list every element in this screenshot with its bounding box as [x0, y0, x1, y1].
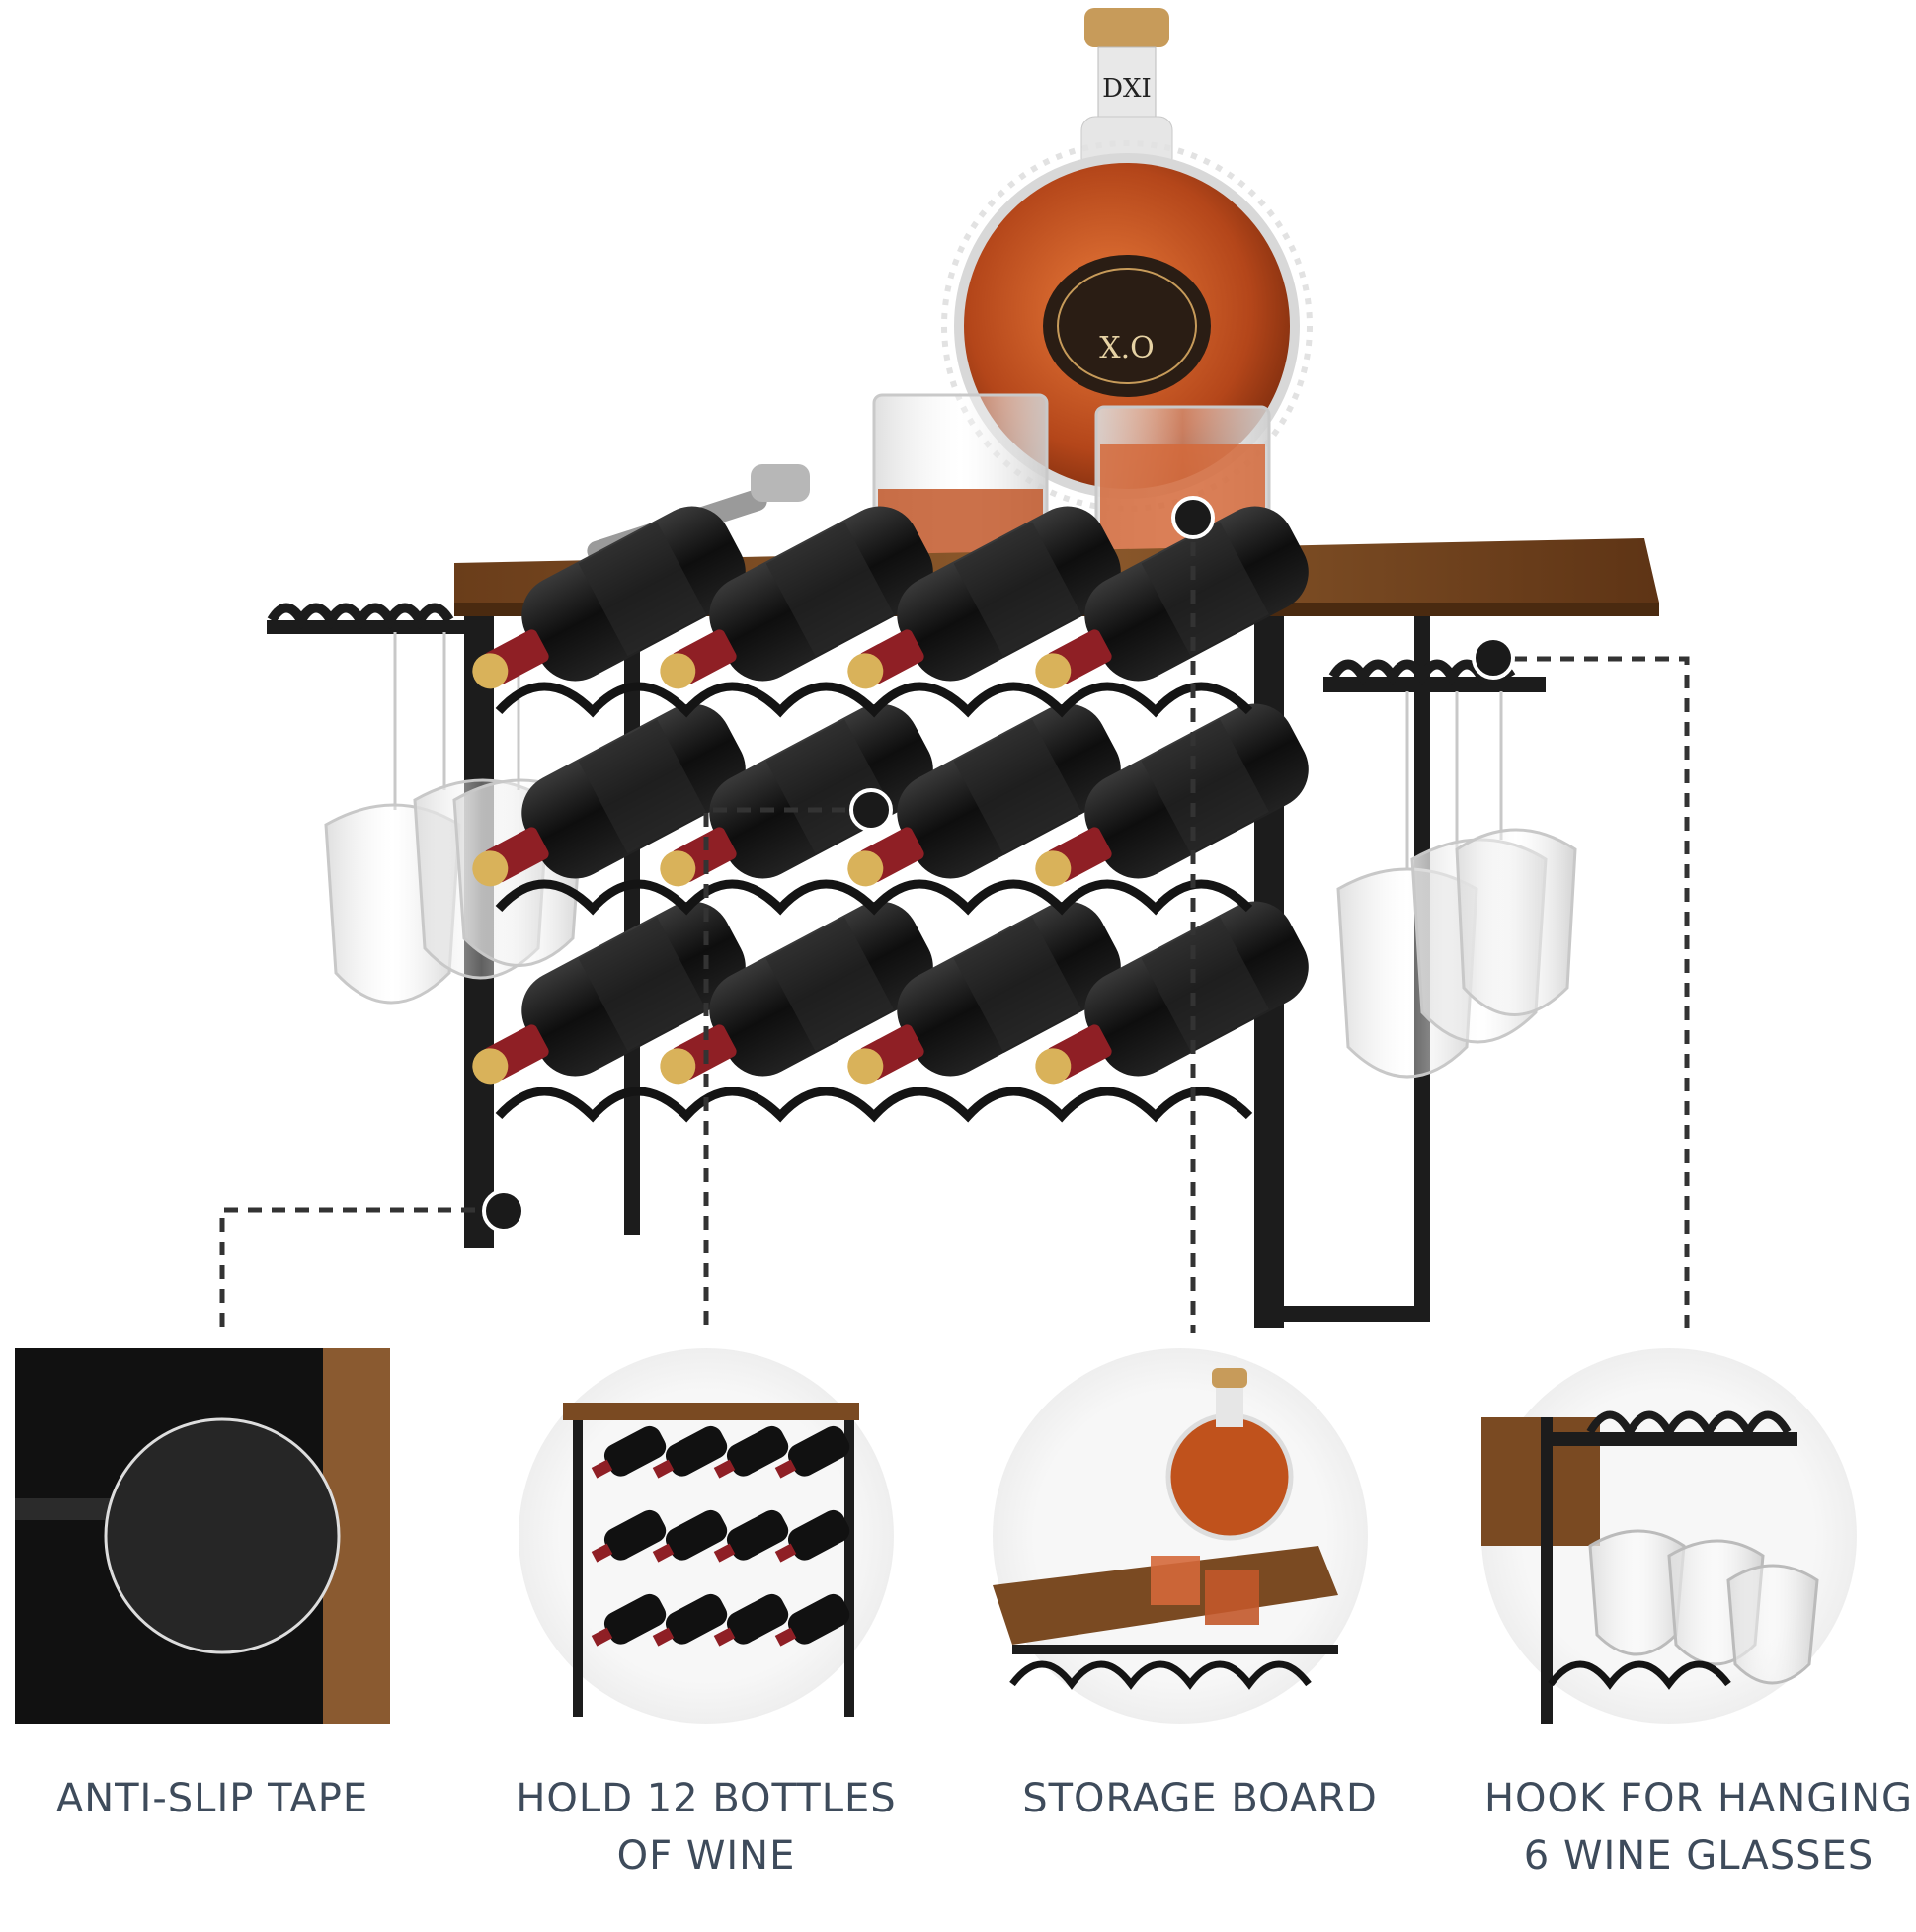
wave-supports	[495, 682, 1253, 1123]
wine-bottle	[472, 506, 746, 689]
caption-bottles: HOLD 12 BOTTLES OF WINE	[516, 1776, 897, 1879]
mini-wine-bottle	[652, 1509, 728, 1563]
wine-bottle	[1035, 703, 1309, 887]
wine-rack-icon	[563, 1403, 859, 1717]
wine-bottle	[847, 901, 1121, 1085]
feature-storage-circle	[993, 1348, 1368, 1724]
wine-bottle	[847, 703, 1121, 887]
wine-rack-product-image: DXI X.O	[219, 8, 1690, 1333]
mini-wine-bottle	[591, 1593, 667, 1647]
wine-bottle	[660, 901, 933, 1085]
wine-bottle	[660, 506, 933, 689]
decanter-label: X.O	[1099, 331, 1155, 365]
caption-hook: HOOK FOR HANGING 6 WINE GLASSES	[1483, 1776, 1914, 1879]
glass-hook-icon	[1481, 1410, 1819, 1724]
mini-wine-bottle	[652, 1425, 728, 1479]
wine-bottle	[1035, 901, 1309, 1085]
mini-wine-bottle	[591, 1509, 667, 1563]
anti-slip-pad-icon	[15, 1348, 390, 1724]
mini-wine-bottle	[713, 1509, 789, 1563]
wine-bottle	[1035, 506, 1309, 689]
mini-wine-bottle	[713, 1593, 789, 1647]
wine-glasses-right	[1336, 691, 1577, 1079]
feature-bottles-circle	[519, 1348, 894, 1724]
wine-bottle	[472, 703, 746, 887]
caption-anti-slip: ANTI-SLIP TAPE	[55, 1776, 369, 1821]
glass-hook-left	[267, 603, 474, 634]
feature-anti-slip-circle	[15, 1348, 390, 1724]
wine-bottle	[847, 506, 1121, 689]
caption-storage: STORAGE BOARD	[1022, 1776, 1378, 1821]
mini-wine-bottle	[774, 1593, 850, 1647]
storage-board-icon	[993, 1368, 1338, 1690]
callout-lines	[219, 519, 1690, 1333]
callout-dots	[482, 496, 1515, 1233]
mini-wine-bottle	[713, 1425, 789, 1479]
wine-bottle	[472, 901, 746, 1085]
feature-hook-circle	[1481, 1348, 1857, 1724]
mini-wine-bottle	[774, 1509, 850, 1563]
mini-wine-bottle	[774, 1425, 850, 1479]
mini-wine-bottle	[652, 1593, 728, 1647]
wine-bottles	[472, 506, 1309, 1085]
decanter-neck-label: DXI	[1102, 74, 1152, 104]
glass-hook-right	[1323, 659, 1546, 692]
mini-wine-bottle	[591, 1425, 667, 1479]
